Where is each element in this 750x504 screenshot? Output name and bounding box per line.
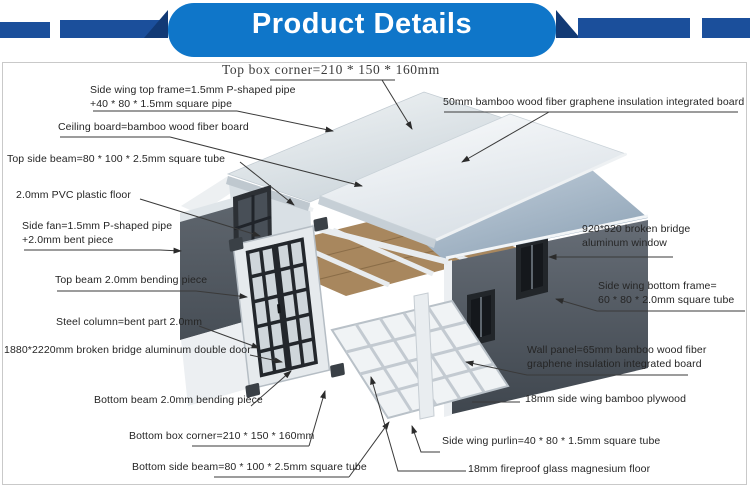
content-border	[2, 62, 747, 485]
label-bottom-box-corner: Bottom box corner=210 * 150 * 160mm	[129, 430, 315, 442]
right-wall-panel	[448, 220, 648, 415]
label-side-wing-plywood: 18mm side wing bamboo plywood	[525, 393, 687, 405]
label-bottom-side-beam: Bottom side beam=80 * 100 * 2.5mm square…	[132, 461, 367, 473]
label-pvc-floor: 2.0mm PVC plastic floor	[16, 189, 131, 201]
banner-ribbon	[0, 3, 750, 57]
label-wall-panel: Wall panel=65mm bamboo wood fiber graphe…	[527, 344, 707, 370]
label-steel-column: Steel column=bent part 2.0mm	[56, 316, 203, 328]
label-ceiling-board: Ceiling board=bamboo wood fiber board	[58, 121, 249, 133]
label-side-wing-top-frame: Side wing top frame=1.5mm P-shaped pipe …	[90, 84, 296, 110]
label-top-beam: Top beam 2.0mm bending piece	[55, 274, 208, 286]
label-bottom-beam: Bottom beam 2.0mm bending piece	[94, 394, 263, 406]
label-window: 920*920 broken bridge aluminum window	[582, 223, 691, 249]
banner-pill	[168, 3, 556, 57]
label-side-fan: Side fan=1.5mm P-shaped pipe +2.0mm bent…	[22, 220, 173, 246]
window-2	[467, 289, 495, 347]
left-wall-panel	[180, 204, 243, 340]
label-double-door: 1880*2220mm broken bridge aluminum doubl…	[4, 344, 251, 356]
label-top-side-beam: Top side beam=80 * 100 * 2.5mm square tu…	[7, 153, 226, 165]
side-wing-bottom-frame	[330, 292, 510, 420]
label-insulation-board: 50mm bamboo wood fiber graphene insulati…	[443, 96, 745, 108]
leader-lines	[24, 79, 745, 478]
left-sill	[181, 322, 250, 406]
house-illustration	[180, 91, 649, 420]
banner-title: Product Details	[251, 8, 473, 40]
label-side-wing-bottom-frame: Side wing bottom frame= 60 * 80 * 2.0mm …	[598, 280, 735, 306]
label-top-box-corner: Top box corner=210 * 150 * 160mm	[222, 62, 440, 77]
window-920	[516, 236, 548, 300]
slab2-edge	[318, 196, 436, 248]
label-side-wing-purlin: Side wing purlin=40 * 80 * 1.5mm square …	[442, 435, 661, 447]
label-fireproof-floor: 18mm fireproof glass magnesium floor	[468, 463, 651, 475]
